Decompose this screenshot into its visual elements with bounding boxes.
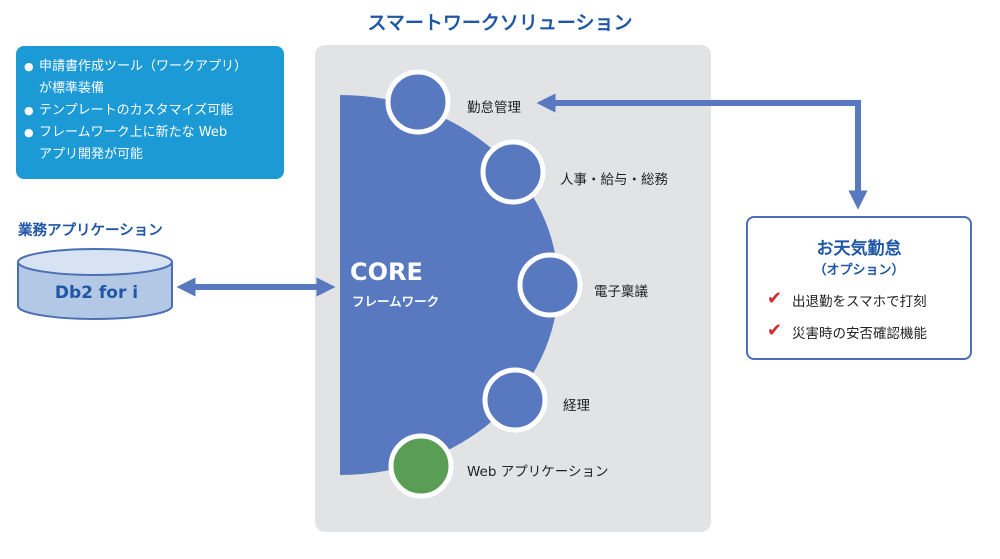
attendance-option-double-arrow bbox=[536, 93, 868, 210]
database-label: Db2 for i bbox=[54, 283, 139, 303]
option-subtitle: （オプション） bbox=[813, 263, 905, 278]
feature-list: 申請書作成ツール（ワークアプリ） が標準装備 テンプレートのカスタマイズ可能 フ… bbox=[24, 56, 247, 166]
module-node-approval bbox=[517, 252, 583, 318]
module-label-attendance: 勤怠管理 bbox=[467, 100, 521, 116]
page-title: スマートワークソリューション bbox=[367, 12, 633, 34]
module-label-hr: 人事・給与・総務 bbox=[560, 172, 668, 188]
business-apps-label: 業務アプリケーション bbox=[18, 223, 163, 239]
module-node-hr bbox=[480, 139, 546, 205]
option-item: 災害時の安否確認機能 bbox=[792, 326, 927, 342]
feature-item: フレームワーク上に新たな Web bbox=[24, 122, 247, 144]
option-title: お天気勤怠 bbox=[816, 239, 902, 259]
core-title: CORE bbox=[350, 258, 423, 286]
module-label-web: Web アプリケーション bbox=[467, 464, 609, 480]
database-cylinder-icon bbox=[17, 248, 173, 320]
module-node-accounting bbox=[482, 367, 548, 433]
module-node-attendance bbox=[385, 69, 451, 135]
feature-box: 申請書作成ツール（ワークアプリ） が標準装備 テンプレートのカスタマイズ可能 フ… bbox=[16, 46, 284, 179]
module-label-accounting: 経理 bbox=[563, 398, 590, 414]
feature-item: テンプレートのカスタマイズ可能 bbox=[24, 100, 247, 122]
option-box bbox=[746, 216, 972, 360]
core-subtitle: フレームワーク bbox=[352, 294, 440, 309]
option-item: 出退勤をスマホで打刻 bbox=[792, 294, 927, 310]
checkmark-icon: ✔ bbox=[767, 288, 783, 309]
feature-item-continued: アプリ開発が可能 bbox=[39, 147, 144, 162]
module-node-web bbox=[388, 433, 454, 499]
feature-item: 申請書作成ツール（ワークアプリ） bbox=[24, 56, 247, 78]
feature-item-continued: が標準装備 bbox=[39, 81, 105, 96]
checkmark-icon: ✔ bbox=[767, 320, 783, 341]
module-label-approval: 電子稟議 bbox=[594, 284, 648, 300]
